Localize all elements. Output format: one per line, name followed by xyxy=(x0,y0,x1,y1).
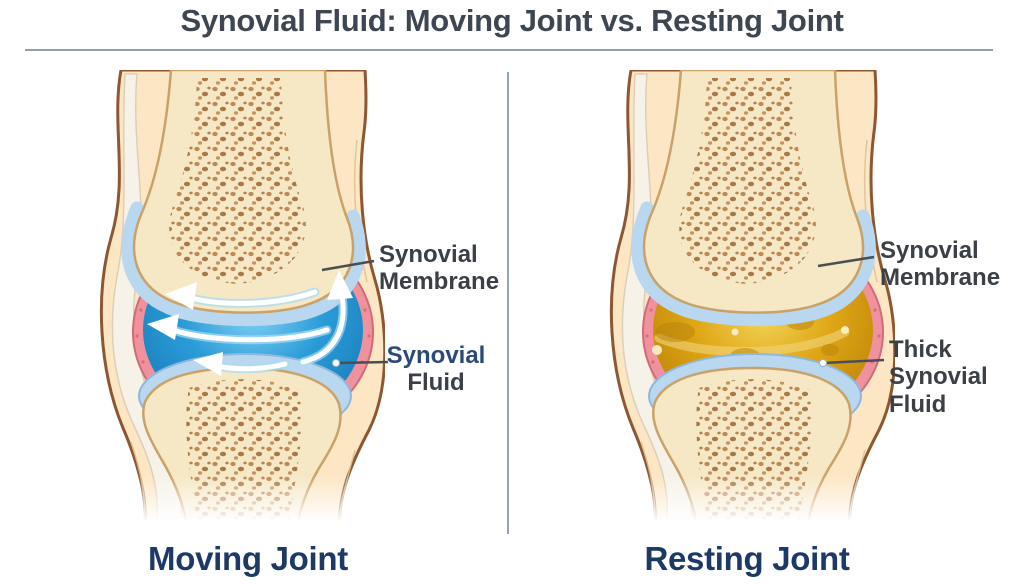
label-resting-fluid: Thick Synovial Fluid xyxy=(889,336,988,418)
upper-cartilage xyxy=(121,201,366,327)
label-line: Synovial xyxy=(379,241,478,268)
moving-joint-illustration xyxy=(85,70,385,530)
label-line: Fluid xyxy=(407,369,465,397)
label-line: Fluid xyxy=(889,390,947,418)
flow-arrow-tails xyxy=(170,289,346,372)
fluid-flow-arrows xyxy=(147,270,353,376)
caption-resting-joint: Resting Joint xyxy=(644,540,850,577)
bottom-fade xyxy=(85,475,385,530)
label-moving-fluid: Synovial Fluid xyxy=(386,342,486,397)
bottom-fade xyxy=(595,475,895,530)
upper-cartilage xyxy=(631,201,876,327)
caption-moving-joint: Moving Joint xyxy=(148,540,348,577)
label-line: Synovial xyxy=(880,237,979,264)
label-moving-membrane: Synovial Membrane xyxy=(379,241,499,296)
resting-joint-illustration xyxy=(595,70,895,530)
title-divider xyxy=(25,49,993,51)
label-line: Membrane xyxy=(880,264,1001,292)
label-line: Thick xyxy=(889,336,952,363)
flow-arrow-heads xyxy=(147,270,353,376)
page-title: Synovial Fluid: Moving Joint vs. Resting… xyxy=(180,3,844,38)
panel-divider xyxy=(507,72,509,534)
upper-bone-trabecular xyxy=(169,78,306,284)
label-line: Membrane xyxy=(379,268,500,296)
label-resting-membrane: Synovial Membrane xyxy=(880,237,1000,292)
upper-bone-trabecular xyxy=(679,78,816,284)
label-line: Synovial xyxy=(386,342,486,369)
label-line: Synovial xyxy=(889,363,988,391)
